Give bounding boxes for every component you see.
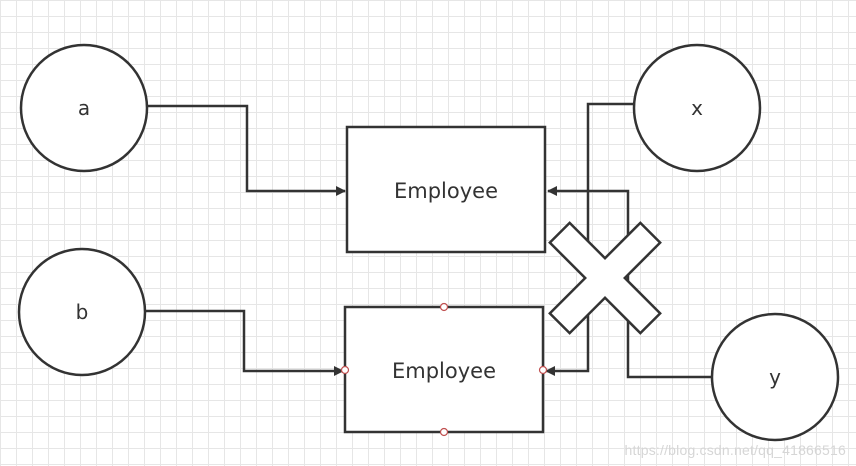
selection-handles <box>340 302 548 437</box>
connector-a-to-top-employee[interactable] <box>147 104 346 196</box>
cross-icon <box>548 221 662 335</box>
node-x[interactable]: x <box>632 43 762 173</box>
node-a-label: a <box>78 96 90 120</box>
node-b[interactable]: b <box>17 247 147 377</box>
node-y[interactable]: y <box>710 312 840 442</box>
employee-box-top[interactable]: Employee <box>345 125 547 254</box>
node-a[interactable]: a <box>19 43 149 173</box>
connector-b-to-bottom-employee[interactable] <box>145 309 344 376</box>
node-y-label: y <box>769 365 781 389</box>
handle-bottom[interactable] <box>439 427 449 437</box>
handle-top[interactable] <box>439 302 449 312</box>
handle-left[interactable] <box>340 365 350 375</box>
employee-box-bottom[interactable]: Employee <box>343 305 545 434</box>
watermark-text: https://blog.csdn.net/qq_41866516 <box>624 442 846 458</box>
employee-box-bottom-label: Employee <box>392 359 496 383</box>
connector-x-to-bottom-employee[interactable] <box>545 102 634 376</box>
handle-right[interactable] <box>538 365 548 375</box>
employee-box-top-label: Employee <box>394 179 498 203</box>
node-b-label: b <box>76 300 89 324</box>
node-x-label: x <box>691 96 703 120</box>
